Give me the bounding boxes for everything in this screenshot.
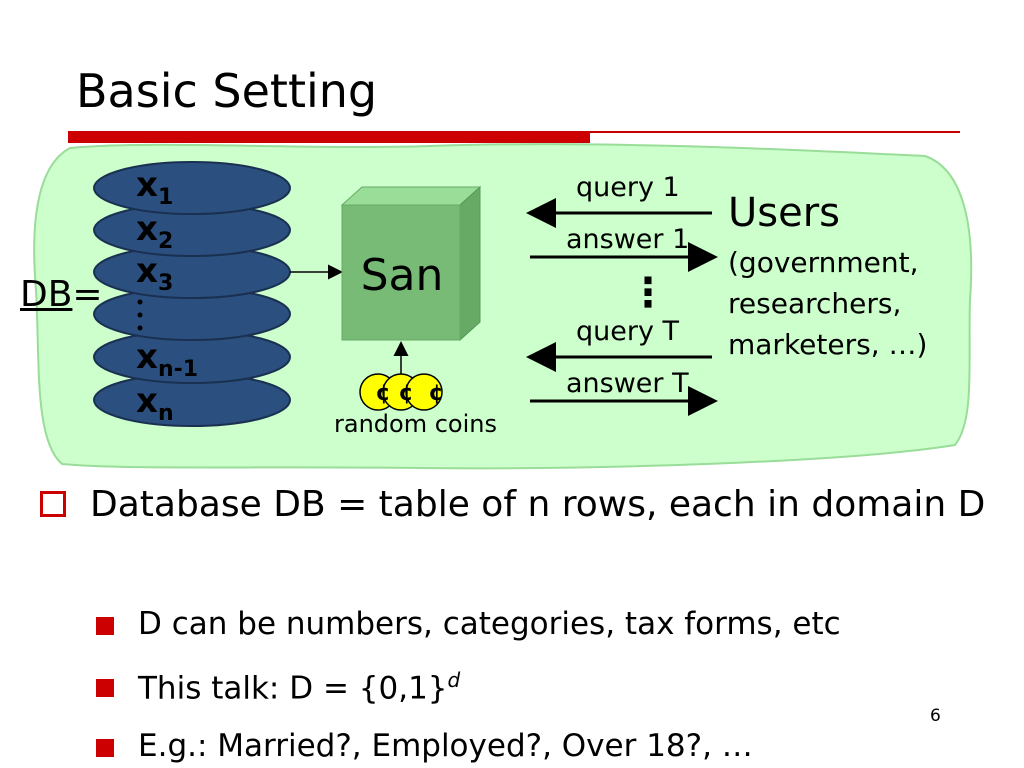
answer-1-label: answer 1 [566, 224, 690, 255]
users-line-3: marketers, …) [728, 328, 928, 361]
bullet-sub-1: D can be numbers, categories, tax forms,… [96, 606, 841, 642]
san-label: San [360, 250, 444, 301]
coin-glyph: ¢ [398, 381, 413, 406]
coin-glyph: ¢ [375, 381, 390, 406]
row-label-x3: x3 [136, 251, 174, 296]
users-line-2: researchers, [728, 287, 902, 320]
row-label-xn-1: xn-1 [136, 337, 199, 382]
title-underline-line [590, 131, 960, 133]
answer-T-label: answer T [566, 368, 689, 399]
random-coins [359, 373, 443, 411]
db-label: DB= [20, 274, 103, 315]
vertical-ellipsis: ⋮ [628, 270, 668, 316]
users-line-1: (government, [728, 246, 919, 279]
database-stack [93, 161, 291, 427]
san-box [340, 185, 482, 342]
bullet-sub-2-text: This talk: D = {0,1}d [138, 668, 461, 707]
bullet-sub-3: E.g.: Married?, Employed?, Over 18?, … [96, 728, 753, 764]
filled-square-bullet-icon [96, 739, 114, 757]
coin-glyph: ¢ [428, 381, 443, 406]
title-underline-bar [68, 131, 590, 143]
row-label-xn: xn [136, 381, 174, 426]
random-coins-label: random coins [334, 410, 497, 438]
coin [405, 373, 443, 411]
bullet-sub-3-text: E.g.: Married?, Employed?, Over 18?, … [138, 728, 753, 764]
slide-title: Basic Setting [76, 64, 378, 118]
filled-square-bullet-icon [96, 617, 114, 635]
db-row-disk [93, 161, 291, 215]
bullet-main-text: Database DB = table of n rows, each in d… [90, 484, 986, 525]
query-T-label: query T [576, 316, 680, 347]
bullet-sub-1-text: D can be numbers, categories, tax forms,… [138, 606, 841, 642]
users-description: (government, researchers, marketers, …) [728, 242, 927, 365]
bullet-main: Database DB = table of n rows, each in d… [40, 474, 1000, 536]
query-1-label: query 1 [576, 172, 680, 203]
row-label-x2: x2 [136, 209, 174, 254]
bullet-sub-2: This talk: D = {0,1}d [96, 668, 460, 706]
diagram-canvas: ¢ ¢ ¢ [33, 143, 973, 470]
row-label-x1: x1 [136, 165, 174, 210]
page-number: 6 [930, 706, 941, 726]
stack-dots [137, 299, 143, 331]
hollow-square-bullet-icon [40, 491, 66, 517]
users-title: Users [728, 190, 841, 236]
filled-square-bullet-icon [96, 679, 114, 697]
